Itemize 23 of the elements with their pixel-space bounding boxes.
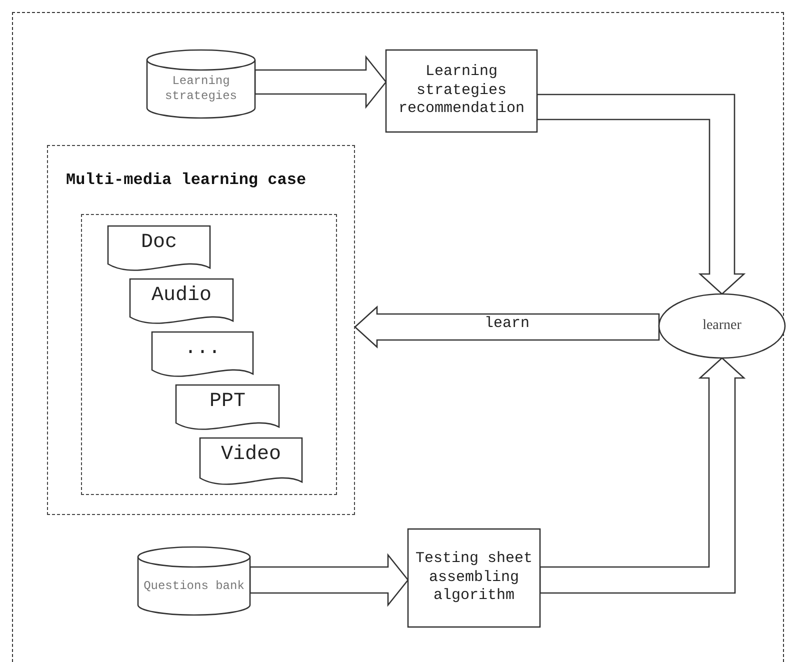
block-arrow [539, 357, 746, 594]
database-cylinder [138, 547, 250, 615]
block-arrow [354, 306, 660, 348]
ellipse-node [659, 294, 785, 358]
process-box [386, 50, 537, 132]
process-box [408, 529, 540, 627]
node-label: Questions bank [144, 578, 244, 594]
node-label: Audio [151, 283, 212, 308]
database-cylinder [147, 50, 255, 118]
node-label: PPT [209, 389, 246, 414]
node-label: Testing sheet assembling algorithm [414, 550, 534, 606]
block-arrow [536, 94, 746, 295]
node-label: Video [220, 442, 281, 467]
node-label: learner [702, 317, 742, 335]
block-arrow [254, 55, 387, 109]
dashed-inner-box [81, 214, 337, 495]
node-label: Learning strategies recommendation [397, 62, 526, 120]
node-label: Doc [140, 230, 177, 255]
dashed-group-box [47, 145, 355, 515]
block-arrow [249, 553, 409, 607]
node-label: Learning strategies [164, 74, 238, 104]
node-label: ... [184, 336, 220, 361]
group-title: Multi-media learning case [66, 170, 306, 190]
